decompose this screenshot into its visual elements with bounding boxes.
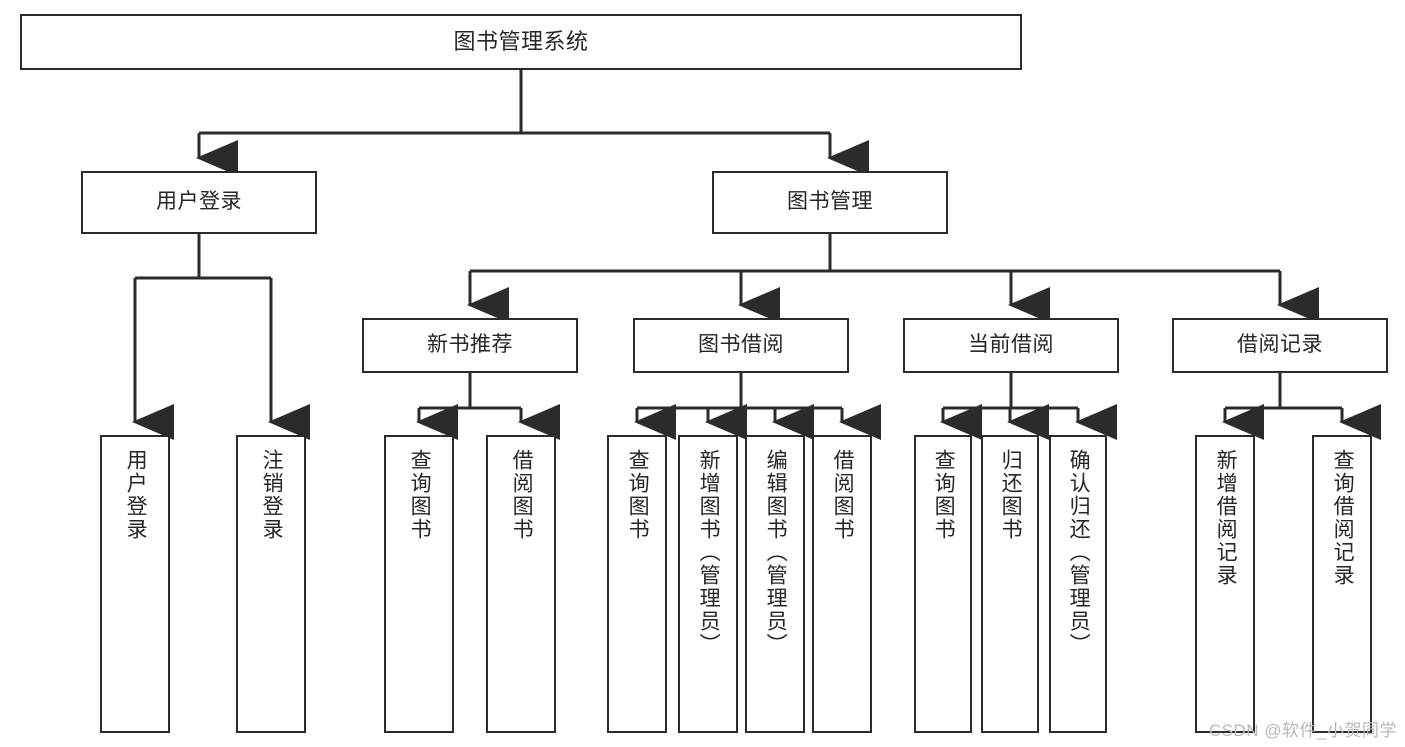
node-leaf-confirm-return-admin[interactable]: 确认归还（管理员） (1049, 435, 1107, 733)
node-leaf-add-book-admin-label: 新增图书（管理员） (697, 449, 721, 656)
node-leaf-query-book-current[interactable]: 查询图书 (914, 435, 972, 733)
node-new-book-recommend[interactable]: 新书推荐 (362, 318, 578, 373)
node-borrow-record-label: 借阅记录 (1237, 333, 1323, 357)
node-leaf-user-login-label: 用户登录 (124, 449, 148, 541)
node-book-borrow-label: 图书借阅 (698, 333, 784, 357)
node-borrow-record[interactable]: 借阅记录 (1172, 318, 1388, 373)
node-current-borrow[interactable]: 当前借阅 (903, 318, 1119, 373)
node-leaf-query-book-current-label: 查询图书 (932, 449, 956, 541)
node-leaf-add-borrow-record[interactable]: 新增借阅记录 (1195, 435, 1255, 733)
node-leaf-edit-book-admin[interactable]: 编辑图书（管理员） (745, 435, 805, 733)
node-book-borrow[interactable]: 图书借阅 (633, 318, 849, 373)
node-leaf-query-book-recommend-label: 查询图书 (408, 449, 432, 541)
node-leaf-borrow-book-recommend-label: 借阅图书 (510, 449, 534, 541)
node-new-book-recommend-label: 新书推荐 (427, 333, 513, 357)
node-current-borrow-label: 当前借阅 (968, 333, 1054, 357)
node-leaf-query-book-borrow[interactable]: 查询图书 (607, 435, 667, 733)
node-leaf-return-book-label: 归还图书 (999, 449, 1023, 541)
node-root-system[interactable]: 图书管理系统 (20, 14, 1022, 70)
node-leaf-query-book-borrow-label: 查询图书 (626, 449, 650, 541)
node-book-manage[interactable]: 图书管理 (712, 171, 948, 234)
node-leaf-query-borrow-record-label: 查询借阅记录 (1331, 449, 1355, 587)
node-leaf-query-borrow-record[interactable]: 查询借阅记录 (1312, 435, 1372, 733)
node-leaf-user-logout-label: 注销登录 (260, 449, 284, 541)
node-leaf-confirm-return-admin-label: 确认归还（管理员） (1067, 449, 1091, 656)
node-leaf-borrow-book-borrow-label: 借阅图书 (831, 449, 855, 541)
node-leaf-user-login[interactable]: 用户登录 (100, 435, 170, 733)
node-leaf-query-book-recommend[interactable]: 查询图书 (384, 435, 454, 733)
node-user-login-label: 用户登录 (156, 190, 242, 214)
node-book-manage-label: 图书管理 (787, 190, 873, 214)
node-user-login[interactable]: 用户登录 (81, 171, 317, 234)
node-leaf-borrow-book-recommend[interactable]: 借阅图书 (486, 435, 556, 733)
node-root-system-label: 图书管理系统 (453, 29, 589, 55)
node-leaf-edit-book-admin-label: 编辑图书（管理员） (764, 449, 788, 656)
node-leaf-user-logout[interactable]: 注销登录 (236, 435, 306, 733)
node-leaf-borrow-book-borrow[interactable]: 借阅图书 (812, 435, 872, 733)
node-leaf-add-borrow-record-label: 新增借阅记录 (1214, 449, 1238, 587)
node-leaf-add-book-admin[interactable]: 新增图书（管理员） (678, 435, 738, 733)
node-leaf-return-book[interactable]: 归还图书 (981, 435, 1039, 733)
